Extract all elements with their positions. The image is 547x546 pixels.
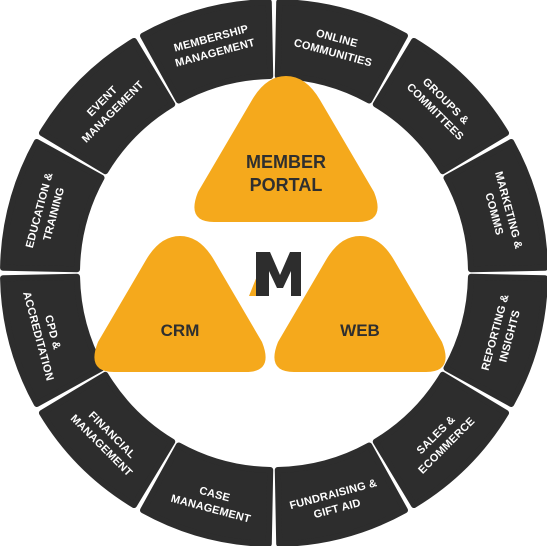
crm-label: CRM [161, 321, 200, 340]
ring-segment-shape [372, 37, 510, 175]
ring-segment-membership-management: MEMBERSHIPMANAGEMENT [140, 0, 274, 104]
ring-segment-fundraising-gift-aid: FUNDRAISING &GIFT AID [274, 442, 408, 546]
ring-segment-shape [274, 0, 408, 104]
ring-segment-shape [372, 371, 510, 509]
ring-segment-shape [443, 139, 547, 273]
ring-segment-shape [140, 0, 274, 104]
ring-segment-marketing-comms: MARKETING &COMMS [443, 139, 547, 273]
ring-segment-reporting-insights: REPORTING &INSIGHTS [443, 273, 547, 407]
ring-segment-case-management: CASEMANAGEMENT [140, 442, 274, 546]
ring-segment-groups-committees: GROUPS &COMMITTEES [372, 37, 510, 175]
ring-segment-education-training: EDUCATION &TRAINING [0, 139, 105, 273]
ring-segment-shape [38, 371, 176, 509]
ring-segment-event-management: EVENTMANAGEMENT [38, 37, 176, 175]
web-label: WEB [340, 321, 380, 340]
triangle-crm: CRM [94, 236, 266, 372]
brand-m-logo-icon [249, 252, 301, 296]
ring-segment-cpd-accreditation: CPD &ACCREDITATION [0, 273, 105, 407]
ring-segment-shape [0, 273, 105, 407]
ring-segment-shape [0, 139, 105, 273]
triangle-member-portal: MEMBER PORTAL [194, 76, 378, 222]
member-portal-line1: MEMBER [246, 152, 326, 172]
ring-segment-shape [443, 273, 547, 407]
ring-segment-online-communities: ONLINECOMMUNITIES [274, 0, 408, 104]
ring-segment-financial-management: FINANCIALMANAGEMENT [38, 371, 176, 509]
triangle-web: WEB [274, 236, 446, 372]
ring-segment-shape [38, 37, 176, 175]
ring-segment-sales-ecommerce: SALES &ECOMMERCE [372, 371, 510, 509]
member-portal-line2: PORTAL [250, 175, 323, 195]
ring-segment-shape [140, 442, 274, 546]
ring-segment-shape [274, 442, 408, 546]
